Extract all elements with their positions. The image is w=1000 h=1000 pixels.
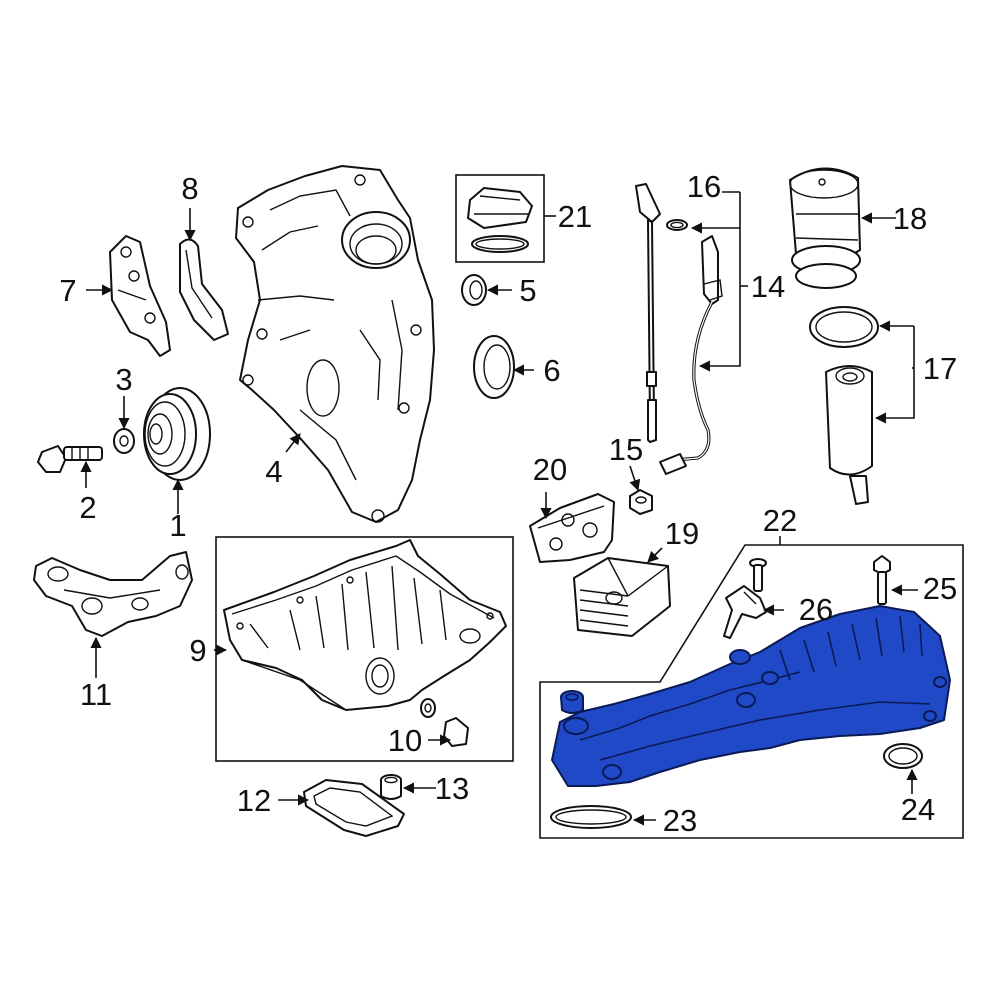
part-24-seal[interactable] (883, 743, 923, 769)
part-11-engine-mount[interactable] (33, 551, 193, 637)
part-21-filler-cap[interactable] (467, 187, 533, 253)
part-15-nut[interactable] (629, 489, 653, 515)
callout-numbers: 1 2 3 4 5 6 7 8 9 10 11 12 13 14 15 16 1… (59, 169, 957, 838)
part-1-pulley[interactable] (143, 387, 211, 481)
callout-16: 16 (687, 169, 721, 204)
callout-25: 25 (923, 571, 957, 606)
callout-7: 7 (59, 273, 76, 308)
callout-2: 2 (79, 490, 96, 525)
part-25-bolt[interactable] (873, 555, 891, 605)
callout-24: 24 (901, 792, 935, 827)
callout-15: 15 (609, 432, 643, 467)
part-19-oil-cooler[interactable] (573, 557, 671, 637)
intake-manifold-group-box (539, 544, 964, 839)
callout-17: 17 (923, 351, 957, 386)
callout-22: 22 (763, 503, 797, 538)
callout-10: 10 (388, 723, 422, 758)
callout-13: 13 (435, 771, 469, 806)
callout-4: 4 (265, 454, 282, 489)
callout-26: 26 (799, 592, 833, 627)
callout-11: 11 (80, 677, 112, 712)
callout-14: 14 (751, 269, 785, 304)
part-20-cooler-gasket[interactable] (529, 493, 615, 563)
part-6-crank-seal[interactable] (473, 335, 515, 399)
callout-6: 6 (543, 353, 560, 388)
callout-18: 18 (893, 201, 927, 236)
part-4-timing-cover[interactable] (235, 165, 435, 523)
part-2-bolt[interactable] (37, 445, 103, 473)
callout-8: 8 (181, 171, 198, 206)
part-3-washer[interactable] (113, 428, 135, 454)
callout-19: 19 (665, 516, 699, 551)
callout-21: 21 (558, 199, 592, 234)
part-10-drain-plug[interactable] (420, 698, 469, 747)
callout-9: 9 (189, 633, 206, 668)
leader-lines (80, 191, 918, 826)
callout-3: 3 (115, 362, 132, 397)
part-26-sensor[interactable] (723, 585, 767, 639)
part-25b-screw[interactable] (749, 558, 767, 592)
part-23-seal[interactable] (550, 805, 632, 829)
callout-23: 23 (663, 803, 697, 838)
part-8-gasket[interactable] (179, 238, 229, 341)
part-9-oil-pan[interactable] (223, 539, 507, 711)
part-18-filter-housing[interactable] (789, 167, 861, 289)
part-5-seal[interactable] (461, 274, 487, 306)
part-7-bracket[interactable] (109, 235, 171, 357)
callout-20: 20 (533, 452, 567, 487)
callout-1: 1 (169, 508, 186, 543)
callout-12: 12 (237, 783, 271, 818)
oil-filler-group-box (455, 174, 545, 263)
part-16-dipstick[interactable] (635, 183, 688, 443)
callout-5: 5 (519, 273, 536, 308)
part-12-pan-gasket[interactable] (303, 779, 405, 837)
part-13-plug[interactable] (380, 774, 402, 800)
part-17-filter-element[interactable] (809, 306, 879, 505)
part-22-intake-manifold[interactable] (551, 605, 951, 787)
part-14-dipstick-tube[interactable] (659, 235, 723, 475)
